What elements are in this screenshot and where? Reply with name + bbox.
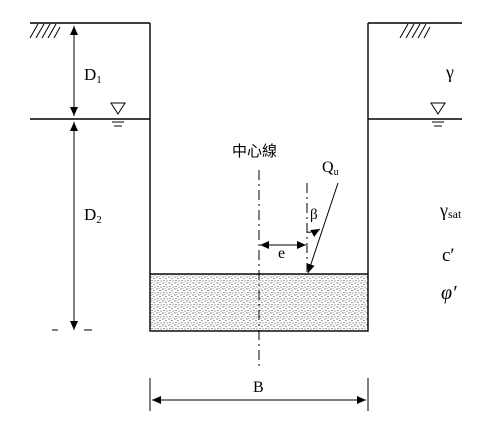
d1-label: D1 [84,65,102,86]
water-table-icon [110,102,126,127]
beta-label: β [310,207,318,223]
phi-prime-label: φ′ [441,282,457,304]
eccentricity-label: e [278,245,285,262]
centerline-label: 中心線 [232,142,277,160]
footing-block [149,273,369,332]
load-label: Qu [322,159,339,178]
ground-hatch-icon [29,23,61,39]
width-label: B [253,379,264,396]
gamma-sat-label: γsat [439,200,462,221]
c-prime-label: c′ [442,245,455,266]
ground-hatch-icon [399,23,431,39]
d2-dimension [52,122,92,331]
gamma-label: γ [445,62,454,82]
water-table-icon [430,102,446,127]
beta-angle-arc [306,228,321,237]
load-arrow [307,182,339,274]
d2-label: D2 [84,205,102,226]
width-dimension [149,378,369,411]
